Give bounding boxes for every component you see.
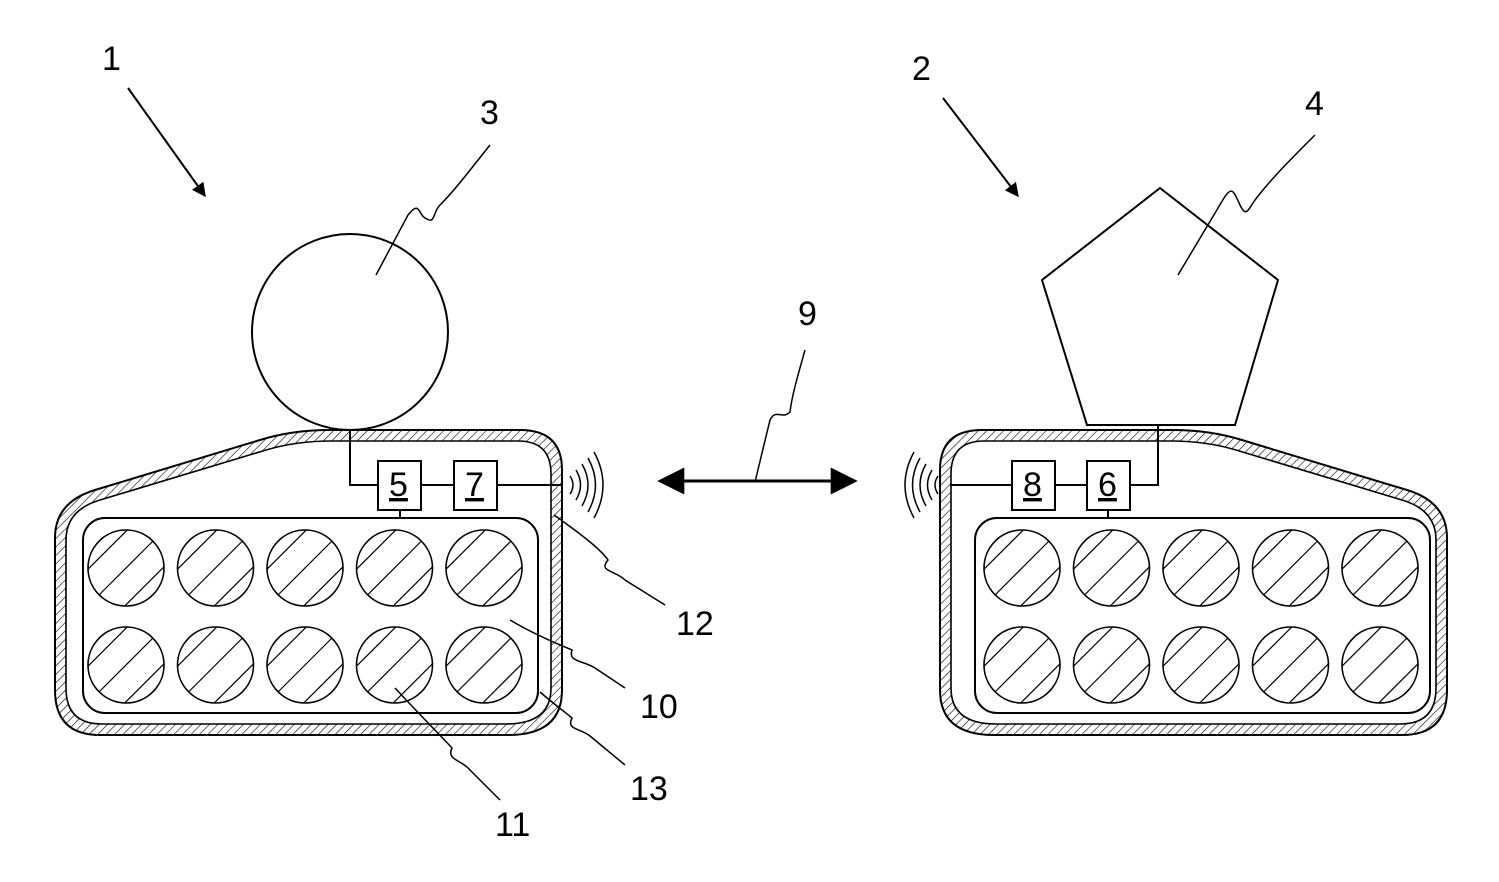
battery-cell [1253, 627, 1329, 703]
battery-cell [178, 530, 254, 606]
battery-cell [984, 530, 1060, 606]
battery-cell [267, 627, 343, 703]
wall-13-ref: 13 [630, 770, 668, 808]
unit-6-label: 6 [1098, 466, 1117, 504]
battery-cell [88, 627, 164, 703]
link-9-leader [755, 350, 805, 482]
battery-cell [1342, 627, 1418, 703]
unit-5-label: 5 [389, 466, 408, 504]
battery-cell [1342, 530, 1418, 606]
device-1-ref: 1 [102, 40, 121, 78]
cell-11-ref: 11 [495, 806, 530, 844]
array-10-ref: 10 [640, 688, 678, 726]
unit-7-label: 7 [465, 466, 484, 504]
wireless-link: 9 [660, 295, 855, 482]
battery-cell [446, 627, 522, 703]
battery-cell [88, 530, 164, 606]
unit-8-label: 8 [1023, 466, 1042, 504]
battery-cell [1163, 530, 1239, 606]
battery-cell [1163, 627, 1239, 703]
housing-12-ref: 12 [676, 605, 714, 643]
sensor-4-ref: 4 [1305, 85, 1324, 123]
sensor-pentagon [1042, 188, 1278, 425]
radio-waves-2 [905, 452, 938, 518]
sensor-4-leader [1178, 135, 1315, 275]
device-1: 1 3 5 7 12 10 [55, 40, 714, 844]
device-2: 2 4 8 6 [905, 50, 1447, 735]
device-2-ref: 2 [912, 50, 931, 88]
sensor-circle [252, 234, 448, 430]
battery-cell [178, 627, 254, 703]
battery-cell [1074, 530, 1150, 606]
battery-cell [984, 627, 1060, 703]
battery-cell [267, 530, 343, 606]
link-9-ref: 9 [798, 295, 817, 333]
battery-cell [446, 530, 522, 606]
battery-cell [357, 530, 433, 606]
device-1-arrow [128, 88, 205, 196]
device-2-arrow [943, 98, 1018, 196]
battery-cell [357, 627, 433, 703]
sensor-3-leader [376, 145, 490, 275]
housing-12-leader [554, 515, 665, 605]
battery-cell [1074, 627, 1150, 703]
sensor-3-ref: 3 [480, 94, 499, 132]
battery-cell [1253, 530, 1329, 606]
wall-13-leader [540, 692, 625, 765]
radio-waves-1 [570, 452, 603, 518]
